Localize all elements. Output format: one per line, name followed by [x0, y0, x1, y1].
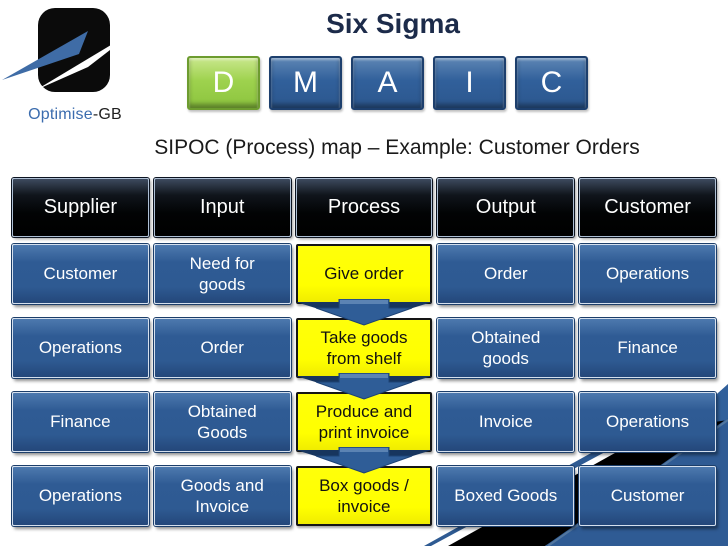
output-cell: Invoice	[437, 392, 575, 452]
optimise-logo-icon	[2, 8, 136, 92]
customer-cell: Operations	[579, 392, 716, 452]
input-cell: Need for goods	[153, 244, 291, 304]
customer-cell: Finance	[579, 318, 716, 378]
dmaic-step-analyse[interactable]: A	[351, 56, 424, 110]
sipoc-header-row: Supplier Input Process Output Customer	[12, 178, 716, 237]
dmaic-step-improve[interactable]: I	[433, 56, 506, 110]
process-cell: Take goods from shelf	[295, 318, 433, 400]
logo-caption: Optimise-GB	[0, 106, 150, 124]
header-customer: Customer	[579, 178, 716, 237]
supplier-cell: Customer	[12, 244, 149, 304]
sipoc-row-3: Finance Obtained Goods Produce and print…	[12, 392, 716, 474]
dmaic-step-define[interactable]: D	[187, 56, 260, 110]
logo-suffix-text: -GB	[92, 106, 122, 123]
process-cell: Give order	[295, 244, 433, 326]
sipoc-row-1: Customer Need for goods Give order Order…	[12, 244, 716, 326]
dmaic-step-measure[interactable]: M	[269, 56, 342, 110]
dmaic-step-control[interactable]: C	[515, 56, 588, 110]
process-cell: Box goods / invoice	[295, 466, 433, 526]
output-cell: Order	[437, 244, 575, 304]
input-cell: Goods and Invoice	[153, 466, 291, 526]
customer-cell: Operations	[579, 244, 716, 304]
sipoc-row-4: Operations Goods and Invoice Box goods /…	[12, 466, 716, 526]
slide-title: Six Sigma	[326, 8, 460, 39]
logo-brand-text: Optimise	[28, 106, 93, 123]
supplier-cell: Operations	[12, 466, 149, 526]
sipoc-table: Supplier Input Process Output Customer C…	[12, 178, 716, 540]
sipoc-row-2: Operations Order Take goods from shelf O…	[12, 318, 716, 400]
header-process: Process	[295, 178, 433, 237]
logo-block: Optimise-GB	[0, 4, 150, 124]
header-input: Input	[153, 178, 291, 237]
header-supplier: Supplier	[12, 178, 149, 237]
supplier-cell: Operations	[12, 318, 149, 378]
output-cell: Obtained goods	[437, 318, 575, 378]
customer-cell: Customer	[579, 466, 716, 526]
input-cell: Obtained Goods	[153, 392, 291, 452]
header-output: Output	[437, 178, 575, 237]
dmaic-strip: D M A I C	[187, 56, 588, 110]
slide-subtitle: SIPOC (Process) map – Example: Customer …	[154, 136, 640, 159]
input-cell: Order	[153, 318, 291, 378]
supplier-cell: Finance	[12, 392, 149, 452]
output-cell: Boxed Goods	[437, 466, 575, 526]
process-cell: Produce and print invoice	[295, 392, 433, 474]
